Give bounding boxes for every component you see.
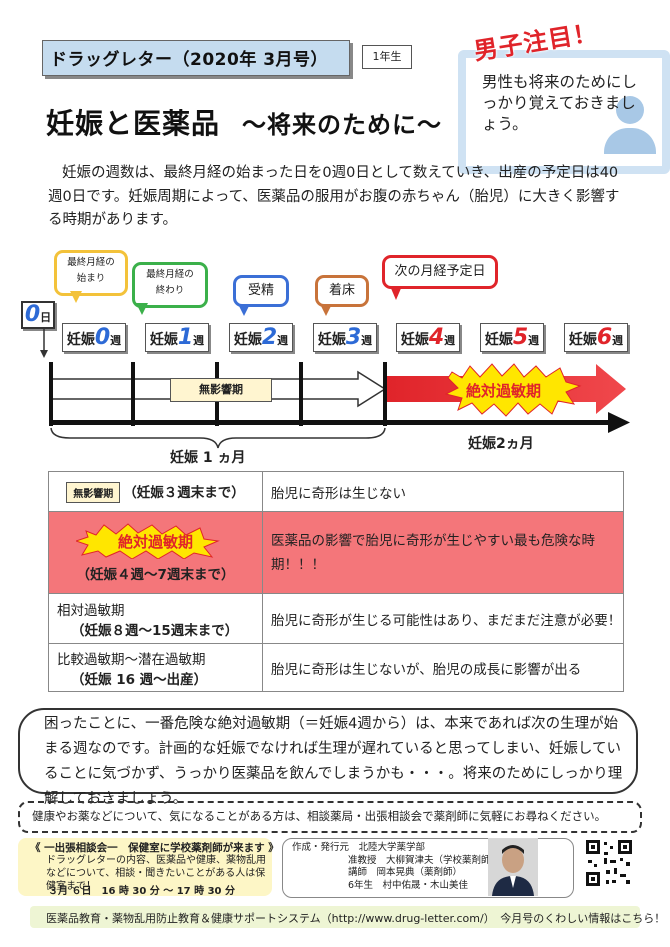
event-title: 《 一出張相談会一 保健室に学校薬剤師が来ます 》 <box>30 842 279 854</box>
person-head-icon <box>616 96 644 124</box>
critical-burst-small <box>76 522 220 559</box>
timeline-axis <box>50 420 610 425</box>
week-label-5: 妊娠5週 <box>480 323 544 352</box>
week-label-6: 妊娠6週 <box>564 323 628 352</box>
month2-label: 妊娠2ヵ月 <box>468 436 534 452</box>
author-photo <box>488 838 538 896</box>
tick-0 <box>49 362 53 426</box>
week-label-3: 妊娠3週 <box>313 323 377 352</box>
consult-text: 健康やお薬などについて、気になることがある方は、相談薬局・出張相談会で薬剤師に気… <box>32 809 607 823</box>
tick-1 <box>131 362 135 426</box>
week-label-4: 妊娠4週 <box>396 323 460 352</box>
author-info: 作成・発行元 北陸大学薬学部 准教授 大柳賀津夫（学校薬剤師） 講師 岡本晃典（… <box>292 842 501 891</box>
day-zero-label: 0日 <box>21 301 55 329</box>
critical-burst <box>444 363 582 417</box>
bubble-tail <box>136 303 148 315</box>
table-row: 無影響期（妊娠３週末まで） 胎児に奇形は生じない <box>48 471 624 512</box>
month1-brace <box>50 427 386 449</box>
event-body: ドラッグレターの内容、医薬品や健康、薬物乱用などについて、相談・聞きたいことがあ… <box>46 855 266 892</box>
no-effect-badge: 無影響期 <box>66 481 121 503</box>
week-label-1: 妊娠1週 <box>145 323 209 352</box>
callout-text: 男性も将来のためにしっかり覚えておきましょう。 <box>482 73 638 133</box>
bubble-conception: 受精 <box>233 275 289 307</box>
table-row: 相対過敏期 （妊娠８週～15週末まで） 胎児に奇形が生じる可能性はあり、まだまだ… <box>48 593 624 644</box>
bubble-tail <box>320 304 332 316</box>
event-time: ３月 ６日 16 時 30 分 ～ 17 時 30 分 <box>48 886 235 897</box>
intro-paragraph: 妊娠の週数は、最終月経の始まった日を0週0日として数えていき、出産の予定日は40… <box>48 165 620 228</box>
bubble-tail <box>390 286 402 300</box>
bubble-next-period: 次の月経予定日 <box>382 255 498 289</box>
page-title: 妊娠と医薬品～将来のために～ <box>46 107 443 140</box>
critical-label: 絶対過敏期 <box>466 382 542 400</box>
footer-link-text[interactable]: 医薬品教育・薬物乱用防止教育＆健康サポートシステム（http://www.dru… <box>46 912 666 925</box>
bubble-tail <box>70 291 82 303</box>
pointer-arrowhead <box>40 350 48 358</box>
qr-code-icon[interactable] <box>584 838 634 888</box>
bubble-lmp-end: 最終月経の 終わり <box>132 262 208 308</box>
avatar-icon <box>492 845 534 896</box>
warning-text: 困ったことに、一番危険な絶対過敏期（＝妊娠4週から）は、本来であれば次の生理が始… <box>44 716 623 807</box>
table-row: 比較過敏期～潜在過敏期 （妊娠 16 週～出産） 胎児に奇形は生じないが、胎児の… <box>48 643 624 692</box>
week-label-0: 妊娠0週 <box>62 323 126 352</box>
bubble-implantation: 着床 <box>315 275 369 307</box>
month1-label: 妊娠 1 ヵ月 <box>170 450 246 466</box>
week-label-2: 妊娠2週 <box>229 323 293 352</box>
period-table: 無影響期（妊娠３週末まで） 胎児に奇形は生じない 絶対過敏期 （妊娠４週～7週末… <box>48 471 624 692</box>
grade-badge: 1年生 <box>362 45 412 69</box>
timeline-axis-arrowhead <box>608 412 630 433</box>
bubble-lmp-start: 最終月経の 始まり <box>54 250 128 296</box>
warning-box <box>18 708 638 794</box>
footer-bar <box>30 906 640 928</box>
bubble-tail <box>238 304 250 316</box>
event-box <box>18 838 272 896</box>
tick-3 <box>299 362 303 426</box>
issue-title: ドラッグレター（2020年 3月号） <box>50 50 329 70</box>
no-effect-label: 無影響期 <box>170 378 272 402</box>
timeline-graphic <box>40 327 630 449</box>
critical-badge: 絶対過敏期 <box>117 532 193 551</box>
consult-box <box>18 801 642 833</box>
tick-4 <box>383 362 387 426</box>
table-row: 絶対過敏期 （妊娠４週～7週末まで） 医薬品の影響で胎児に奇形が生じやすい最も危… <box>48 511 624 594</box>
issue-banner <box>42 40 350 76</box>
